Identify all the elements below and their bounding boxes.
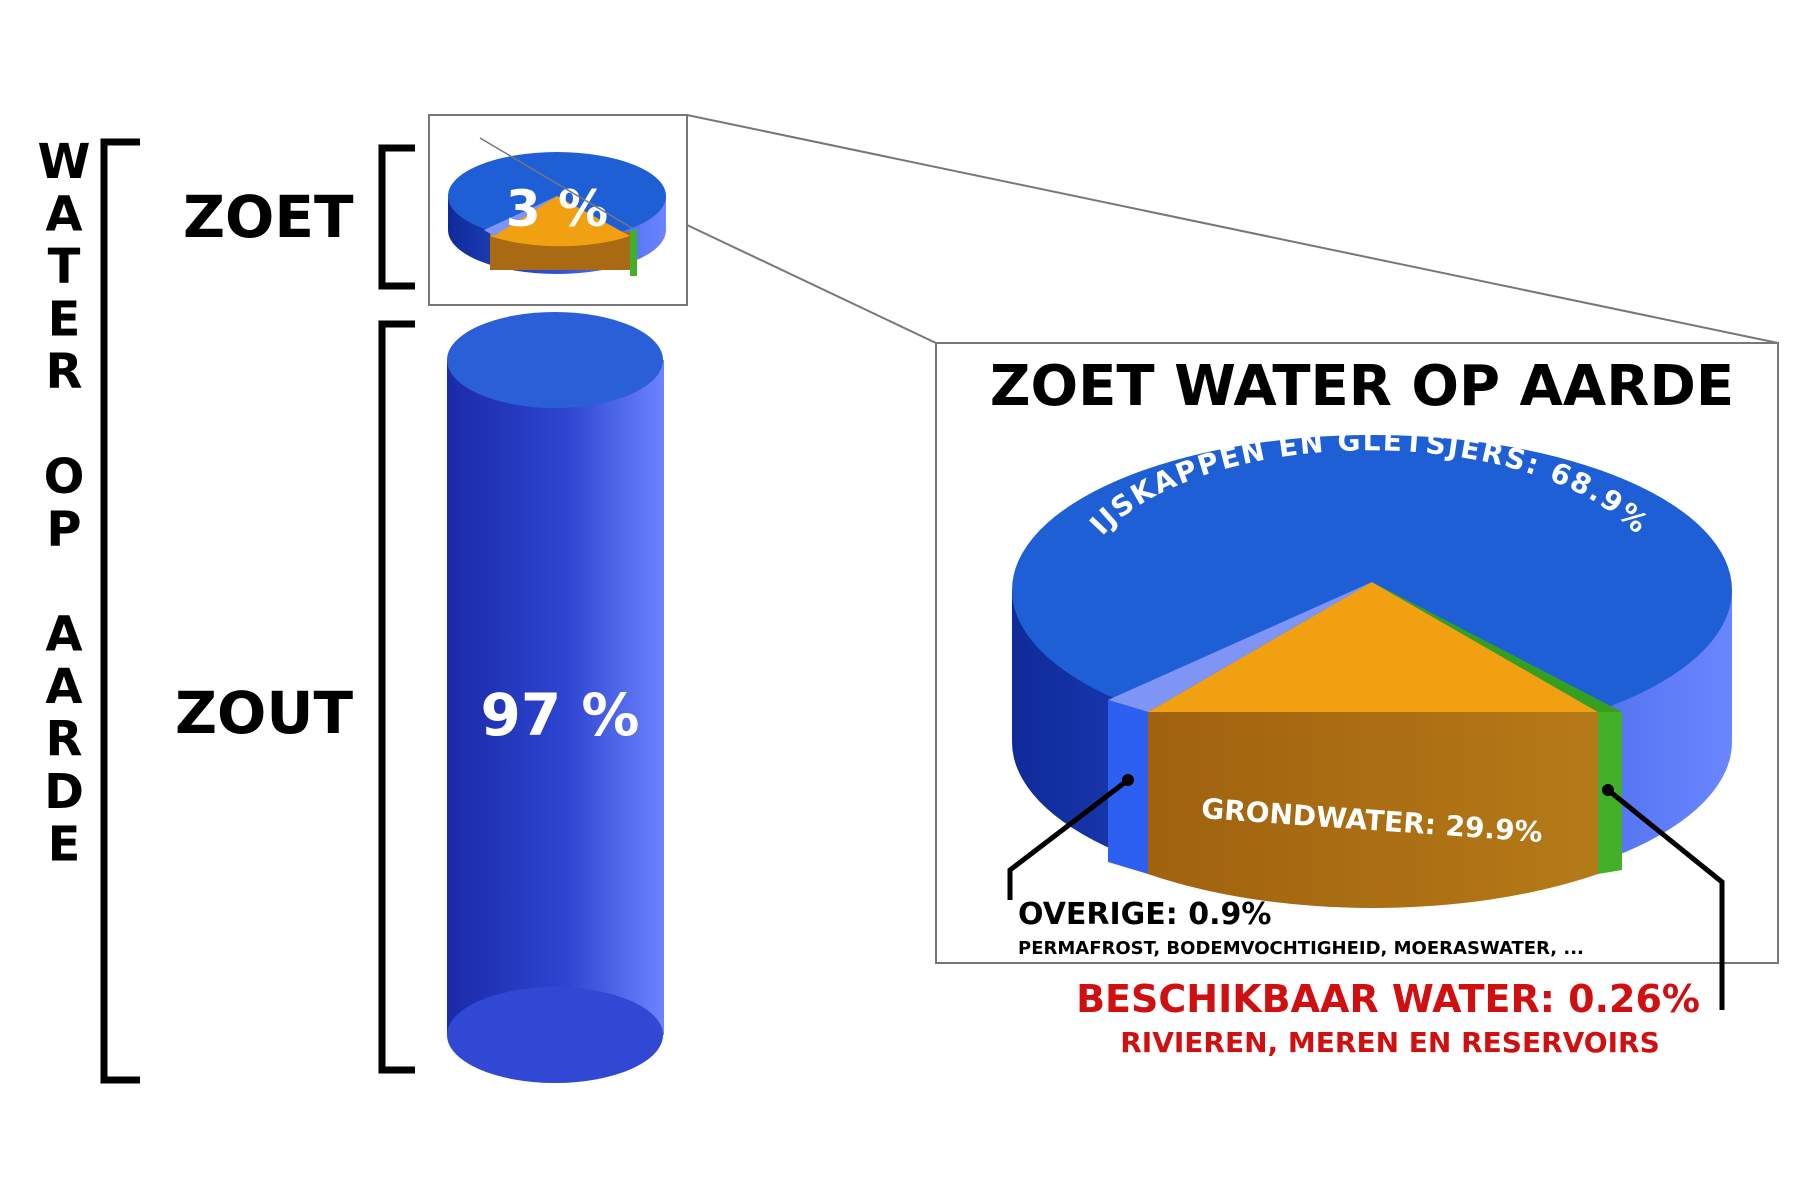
- fresh-bracket: [378, 144, 415, 290]
- mini-pie-wedge: [484, 196, 557, 236]
- vertical-title-letter: D: [44, 764, 84, 820]
- vertical-title-letter: P: [46, 502, 81, 558]
- vertical-title-letter: A: [45, 187, 82, 243]
- pie-top-groundwater: [1148, 582, 1598, 712]
- other-label: OVERIGE: 0.9%: [1018, 897, 1271, 932]
- other-leader-dot: [1122, 774, 1134, 786]
- salt-cylinder: 97 %: [447, 312, 664, 1083]
- pie-top-available: [1372, 582, 1622, 712]
- fresh-label: ZOET: [183, 183, 354, 251]
- fresh-zoom-box: [428, 114, 688, 306]
- pie-side-groundwater: [1148, 712, 1598, 909]
- available-label: BESCHIKBAAR WATER: 0.26%: [1076, 977, 1700, 1021]
- fresh-mini-pie: 3 %: [428, 114, 688, 306]
- pie-side-other: [1108, 700, 1148, 874]
- vertical-title-letter: R: [46, 712, 83, 768]
- pie-top-other: [1108, 582, 1372, 712]
- vertical-title-letter: R: [46, 344, 83, 400]
- vertical-title-letter: E: [48, 817, 81, 873]
- vertical-title-letter: A: [45, 607, 82, 663]
- vertical-title-letter: T: [48, 239, 81, 295]
- zoom-line-inner: [479, 137, 633, 229]
- salt-cylinder-top: [447, 312, 663, 408]
- vertical-title-letter: O: [44, 449, 85, 505]
- vertical-title-letter: W: [38, 134, 91, 190]
- available-note: RIVIEREN, MEREN EN RESERVOIRS: [1120, 1026, 1660, 1059]
- other-leader-line: [1007, 778, 1130, 900]
- chart-title: ZOET WATER OP AARDE: [990, 354, 1734, 419]
- mini-pie-side-green: [630, 230, 637, 276]
- vertical-title-letter: A: [45, 659, 82, 715]
- mini-pie-top-orange: [490, 196, 630, 247]
- zoom-line-top: [686, 114, 1779, 344]
- zoom-line-bottom: [686, 224, 937, 344]
- fresh-value-label: 3 %: [506, 180, 608, 238]
- salt-value-label: 97 %: [480, 681, 639, 749]
- salt-label: ZOUT: [175, 679, 353, 747]
- other-note: PERMAFROST, BODEMVOCHTIGHEID, MOERASWATE…: [1018, 938, 1584, 959]
- vertical-title-letter: E: [48, 292, 81, 348]
- outer-bracket: [100, 138, 140, 1084]
- salt-cylinder-body: [447, 360, 664, 1035]
- available-leader-dot: [1602, 784, 1614, 796]
- salt-cylinder-bottom: [447, 987, 663, 1083]
- salt-bracket: [378, 320, 415, 1074]
- available-leader-line: [1606, 788, 1725, 1010]
- fresh-water-pie: IJSKAPPEN EN GLETSJERS: 68.9% GRONDWATER…: [1012, 424, 1732, 909]
